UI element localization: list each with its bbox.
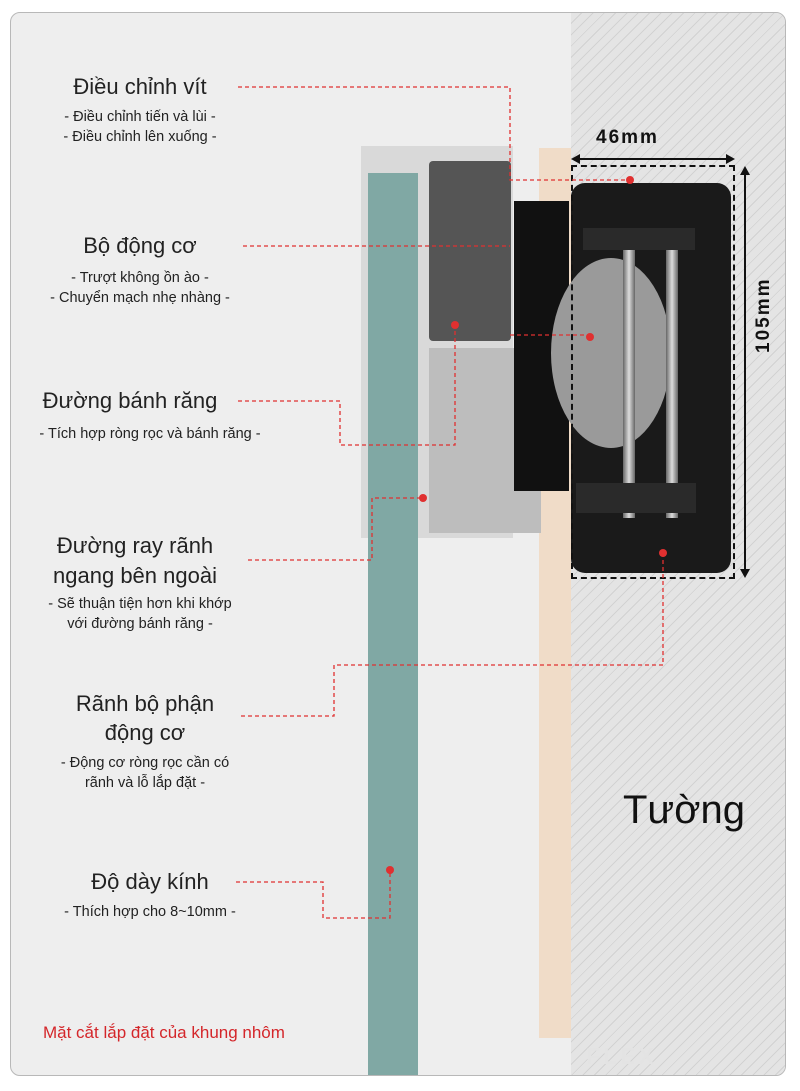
watermark: FLEX HOUSE.VN	[586, 1043, 727, 1075]
motor-rod	[623, 228, 635, 518]
caption: Mặt cắt lắp đặt của khung nhôm	[43, 1023, 285, 1042]
label-outer-rail-title-2: ngang bên ngoài	[53, 563, 217, 588]
glass-panel	[368, 173, 418, 1075]
marker-dot	[659, 549, 667, 557]
label-screw-adjust-sub-2: - Điều chỉnh lên xuống -	[63, 129, 217, 145]
marker-dot	[586, 333, 594, 341]
gear-track-profile	[429, 161, 511, 341]
label-outer-rail-sub-2: với đường bánh răng -	[67, 616, 213, 632]
marker-dot	[419, 494, 427, 502]
dimension-box	[571, 165, 735, 579]
label-gear-track-sub: - Tích hợp ròng rọc và bánh răng -	[39, 426, 261, 442]
motor-rod	[666, 228, 678, 518]
leader-motor-groove	[241, 553, 664, 717]
label-motor-unit-sub-1: - Trượt không ồn ào -	[71, 270, 209, 286]
label-glass-thickness-sub: - Thích hợp cho 8~10mm -	[64, 904, 236, 920]
diagram-frame: 46mm 105mm Tường Mặt cắt lắp đặt của khu…	[10, 12, 786, 1076]
leader-gear-track	[238, 325, 456, 446]
label-motor-groove-title-1: Rãnh bộ phận	[75, 691, 215, 716]
leader-screw-adjust	[238, 86, 630, 181]
label-gear-track-title: Đường bánh răng	[42, 388, 218, 413]
motor-base	[576, 483, 696, 513]
marker-dot	[626, 176, 634, 184]
width-dimension-label: 46mm	[596, 127, 659, 148]
label-outer-rail-sub-1: - Sẽ thuận tiện hơn khi khớp	[48, 596, 232, 612]
label-glass-thickness-title: Độ dày kính	[91, 869, 209, 894]
label-motor-groove-sub-2: rãnh và lỗ lắp đặt -	[84, 775, 206, 791]
leader-glass-thickness	[236, 870, 391, 919]
leader-outer-rail	[248, 497, 423, 561]
marker-dot	[451, 321, 459, 329]
wall-label: Tường	[623, 788, 745, 832]
label-outer-rail-title-1: Đường ray rãnh	[56, 533, 214, 558]
label-motor-groove-sub-1: - Động cơ ròng rọc cần có	[60, 755, 230, 771]
label-screw-adjust-title: Điều chỉnh vít	[73, 74, 207, 99]
label-motor-unit-sub-2: - Chuyển mạch nhẹ nhàng -	[50, 290, 230, 306]
motor-cap	[583, 228, 695, 250]
marker-dot	[386, 866, 394, 874]
height-dimension-line	[740, 166, 750, 578]
width-dimension-line	[571, 154, 735, 164]
label-motor-groove-title-2: động cơ	[104, 720, 186, 745]
label-screw-adjust-sub-1: - Điều chỉnh tiến và lùi -	[64, 109, 216, 125]
label-motor-unit-title: Bộ động cơ	[83, 233, 197, 258]
